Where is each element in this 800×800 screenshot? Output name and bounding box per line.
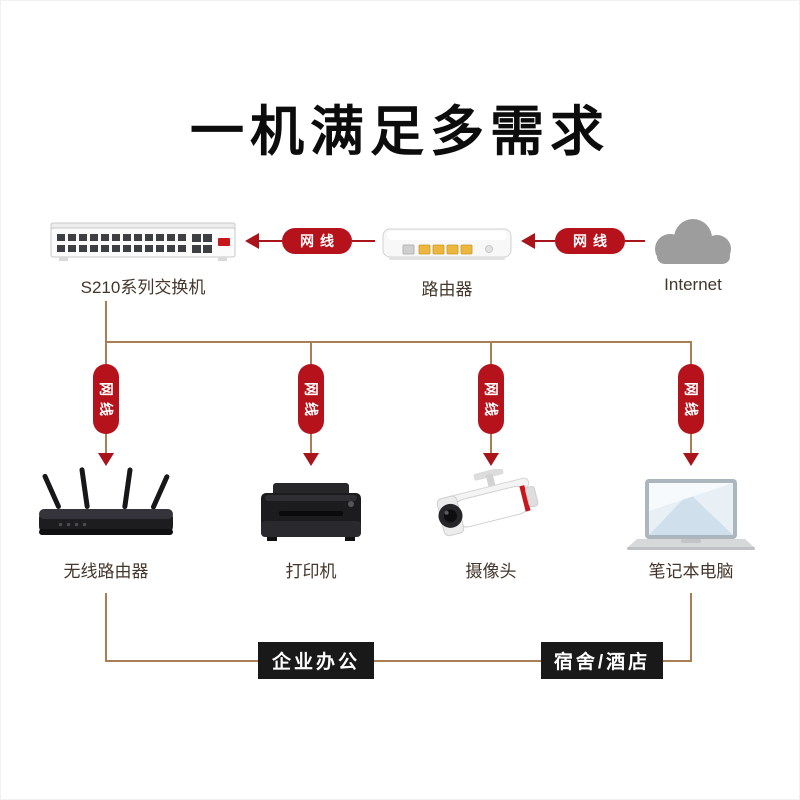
wireless-router-image <box>29 463 183 549</box>
arrow-left-icon <box>521 233 535 249</box>
cable-internet-to-router: 网线 <box>521 228 645 254</box>
wireless-router-label: 无线路由器 <box>63 562 149 581</box>
cable-badge-vertical: 网线 <box>93 364 119 434</box>
cable-badge-vertical: 网线 <box>478 364 504 434</box>
router-image <box>381 221 513 265</box>
laptop-label: 笔记本电脑 <box>648 562 734 581</box>
cloud-icon <box>643 209 743 271</box>
arrow-down-icon <box>98 453 114 466</box>
connector-stub-switch <box>105 301 107 342</box>
arrow-down-icon <box>483 453 499 466</box>
group-box-hotel: 宿舍/酒店 <box>541 642 663 679</box>
switch-label: S210系列交换机 <box>80 278 206 297</box>
cable-badge: 网线 <box>555 228 625 254</box>
bracket-horizontal <box>105 660 692 662</box>
cable-badge-label: 网线 <box>298 364 324 434</box>
cable-badge-label: 网线 <box>478 364 504 434</box>
cable-router-to-switch: 网线 <box>245 228 375 254</box>
arrow-down-icon <box>303 453 319 466</box>
cable-badge-label: 网线 <box>678 364 704 434</box>
cable-line <box>625 240 645 242</box>
laptop-image <box>627 477 755 551</box>
cable-badge: 网线 <box>282 228 352 254</box>
cable-line <box>535 240 555 242</box>
printer-label: 打印机 <box>285 562 337 581</box>
cable-line <box>259 240 282 242</box>
cable-badge-label: 网线 <box>93 364 119 434</box>
bracket-stub-left <box>105 593 107 662</box>
router-label: 路由器 <box>421 280 473 299</box>
cable-badge-vertical: 网线 <box>678 364 704 434</box>
switch-image <box>49 217 237 267</box>
internet-label: Internet <box>664 275 722 294</box>
printer-image <box>253 479 369 547</box>
camera-image <box>425 469 557 551</box>
group-box-office: 企业办公 <box>258 642 374 679</box>
bracket-stub-right <box>690 593 692 662</box>
cable-line <box>352 240 375 242</box>
page-title: 一机满足多需求 <box>190 102 610 162</box>
arrow-left-icon <box>245 233 259 249</box>
connector-horizontal-top <box>105 341 692 343</box>
cable-badge-vertical: 网线 <box>298 364 324 434</box>
arrow-down-icon <box>683 453 699 466</box>
camera-label: 摄像头 <box>465 562 517 581</box>
